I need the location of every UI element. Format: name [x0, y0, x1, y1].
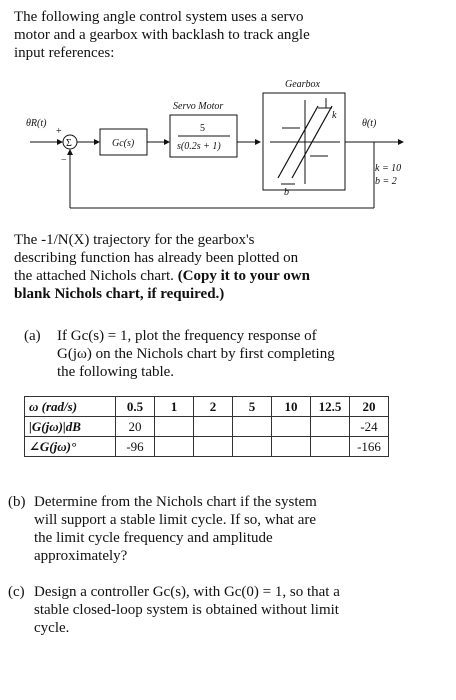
part-b-label: (b) [8, 494, 26, 510]
servo-block [169, 114, 238, 158]
mag-cell: -24 [349, 416, 389, 437]
part-a-label: (a) [24, 328, 41, 344]
omega-cell: 20 [349, 396, 389, 417]
part-b: (b) Determine from the Nichols chart if … [8, 493, 338, 565]
controller-label: Gc(s) [112, 138, 135, 149]
nichols-paragraph: The -1/N(X) trajectory for the gearbox's… [14, 231, 314, 303]
row-label-magnitude: |G(jω)|dB [24, 416, 116, 437]
frequency-table: ω (rad/s) 0.5 1 2 5 10 12.5 20 |G(jω)|dB… [24, 396, 389, 457]
intro-paragraph: The following angle control system uses … [14, 9, 310, 61]
minus-sign: − [61, 155, 67, 166]
omega-cell: 1 [154, 396, 194, 417]
phase-cell [310, 436, 350, 457]
row-label-phase: ∠G(jω)° [24, 436, 116, 457]
phase-cell: -166 [349, 436, 389, 457]
omega-cell: 5 [232, 396, 272, 417]
table-row-phase: ∠G(jω)° -96 -166 [24, 436, 389, 457]
part-c: (c) Design a controller Gc(s), with Gc(0… [8, 583, 348, 637]
phase-cell [232, 436, 272, 457]
mag-cell [310, 416, 350, 437]
mag-cell: 20 [115, 416, 155, 437]
mag-cell [154, 416, 194, 437]
phase-cell [193, 436, 233, 457]
phase-cell [271, 436, 311, 457]
row-label-omega: ω (rad/s) [24, 396, 116, 417]
omega-cell: 2 [193, 396, 233, 417]
part-b-text: Determine from the Nichols chart if the … [34, 494, 317, 564]
block-diagram: θR(t) Σ + − Gc(s) Servo Motor 5 s(0.2s +… [0, 68, 456, 223]
nichols-bold-note: (Copy it to your own blank Nichols chart… [14, 268, 310, 302]
slope-label: k [332, 110, 337, 121]
tf-numerator: 5 [200, 123, 205, 134]
nichols-text: The -1/N(X) trajectory for the gearbox's… [14, 232, 299, 284]
table-row-magnitude: |G(jω)|dB 20 -24 [24, 416, 389, 437]
mag-cell [232, 416, 272, 437]
omega-cell: 0.5 [115, 396, 155, 417]
output-label: θ(t) [362, 118, 377, 129]
block-diagram-svg: θR(t) Σ + − Gc(s) Servo Motor 5 s(0.2s +… [26, 79, 404, 209]
gearbox-label: Gearbox [285, 79, 321, 90]
tf-denominator: s(0.2s + 1) [177, 141, 221, 152]
part-c-label: (c) [8, 584, 25, 600]
width-label: b [284, 187, 289, 198]
part-c-text: Design a controller Gc(s), with Gc(0) = … [34, 584, 340, 636]
part-a: (a) If Gc(s) = 1, plot the frequency res… [24, 327, 354, 381]
part-a-text: If Gc(s) = 1, plot the frequency respons… [57, 328, 335, 380]
b-value: b = 2 [375, 176, 397, 187]
mag-cell [193, 416, 233, 437]
sigma-symbol: Σ [66, 138, 72, 149]
input-label: θR(t) [26, 118, 47, 129]
servo-label: Servo Motor [173, 101, 223, 112]
plus-sign: + [56, 126, 62, 137]
omega-cell: 10 [271, 396, 311, 417]
k-value: k = 10 [375, 163, 401, 174]
table-row-omega: ω (rad/s) 0.5 1 2 5 10 12.5 20 [24, 396, 389, 417]
phase-cell [154, 436, 194, 457]
mag-cell [271, 416, 311, 437]
phase-cell: -96 [115, 436, 155, 457]
omega-cell: 12.5 [310, 396, 350, 417]
